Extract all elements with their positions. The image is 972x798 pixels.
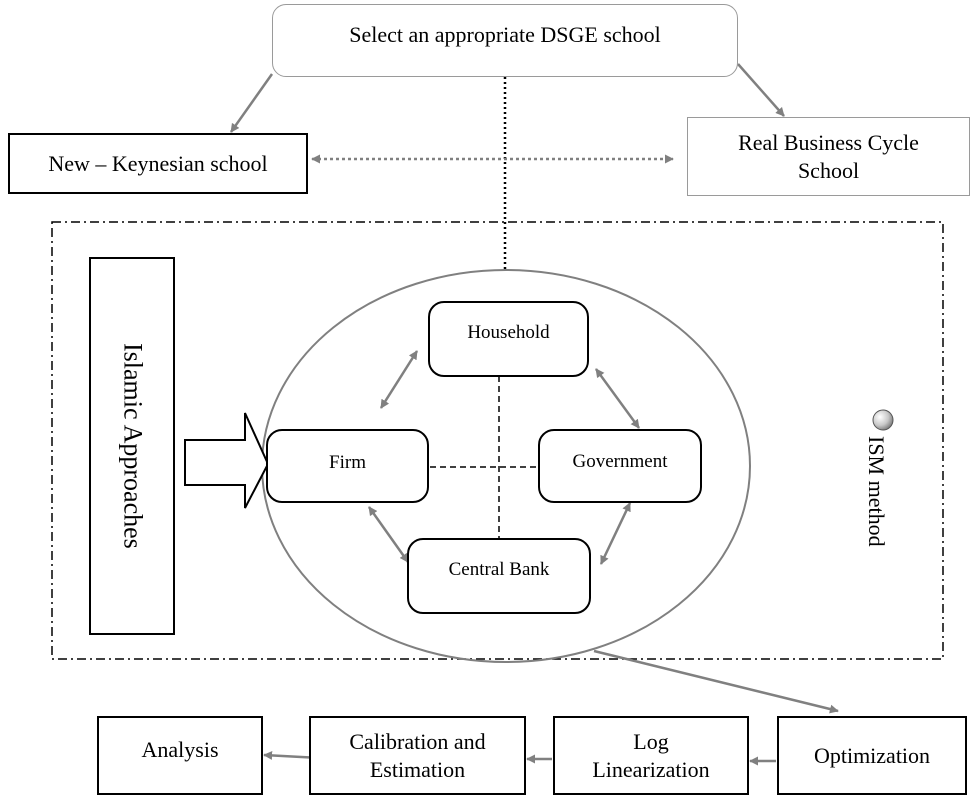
block-arrow-to-firm xyxy=(184,412,270,509)
ism-method-label-wrap: ISM method xyxy=(863,436,903,552)
optimization-label: Optimization xyxy=(813,742,931,768)
arrow-firm-centralbank xyxy=(367,506,410,563)
calibration-estimation-label: Calibration and Estimation xyxy=(349,729,486,782)
arrow-to-new-keynesian xyxy=(229,73,274,133)
calibration-estimation-box: Calibration and Estimation xyxy=(309,716,526,795)
arrow-household-firm xyxy=(379,350,419,409)
select-school-box: Select an appropriate DSGE school xyxy=(272,4,738,77)
real-business-cycle-label: Real Business Cycle School xyxy=(738,130,919,183)
real-business-cycle-box: Real Business Cycle School xyxy=(687,117,970,196)
analysis-box: Analysis xyxy=(97,716,263,795)
central-bank-box: Central Bank xyxy=(407,538,591,614)
government-label: Government xyxy=(572,451,668,472)
islamic-approaches-box: Islamic Approaches xyxy=(89,257,175,635)
analysis-label: Analysis xyxy=(141,737,219,762)
new-keynesian-box: New – Keynesian school xyxy=(8,133,308,194)
optimization-box: Optimization xyxy=(777,716,967,795)
arrow-household-government xyxy=(594,368,641,429)
ism-bullet-icon xyxy=(872,409,894,431)
ism-frame xyxy=(51,221,944,660)
new-keynesian-label: New – Keynesian school xyxy=(48,150,268,176)
firm-label: Firm xyxy=(329,452,366,473)
ism-method-label: ISM method xyxy=(864,436,889,547)
arrow-to-rbc xyxy=(737,63,785,117)
arrow-to-optimization xyxy=(593,649,839,714)
select-school-label: Select an appropriate DSGE school xyxy=(349,22,661,47)
household-box: Household xyxy=(428,301,589,377)
log-linearization-label: Log Linearization xyxy=(592,729,710,782)
household-label: Household xyxy=(467,322,550,343)
central-bank-label: Central Bank xyxy=(448,559,550,580)
firm-box: Firm xyxy=(266,429,429,503)
government-box: Government xyxy=(538,429,702,503)
log-linearization-box: Log Linearization xyxy=(553,716,749,795)
arrow-centralbank-government xyxy=(599,502,632,565)
islamic-approaches-label: Islamic Approaches xyxy=(118,343,148,549)
